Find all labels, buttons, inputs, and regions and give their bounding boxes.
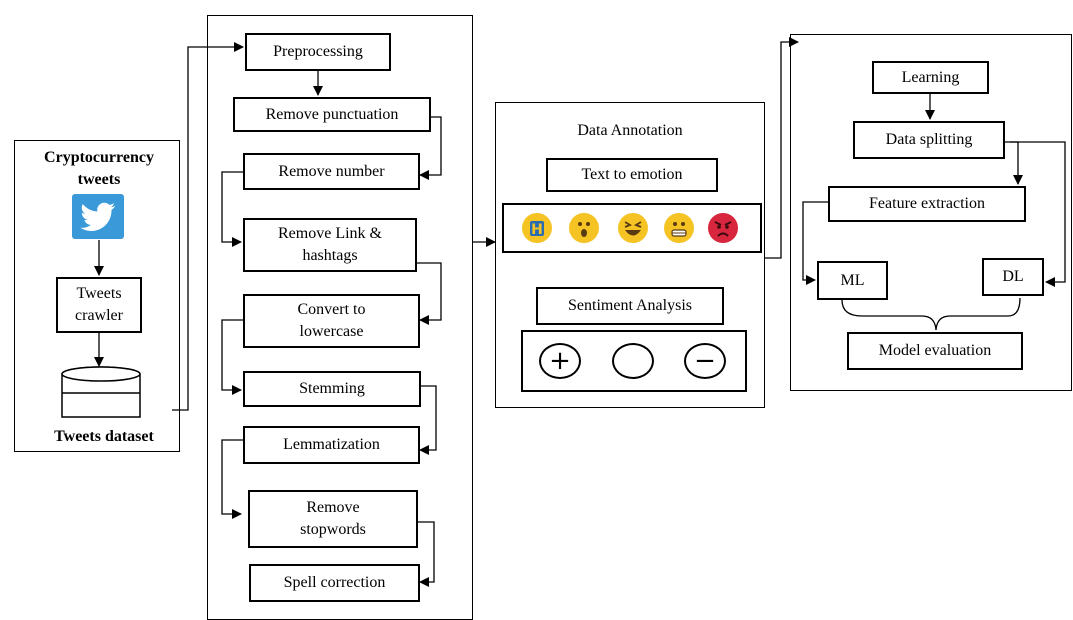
database-icon	[61, 366, 141, 418]
data-splitting-box: Data splitting	[853, 121, 1005, 159]
text-to-emotion-box: Text to emotion	[546, 158, 718, 192]
lemmatization-box: Lemmatization	[243, 426, 420, 464]
tweets-crawler-box: Tweets crawler	[56, 277, 142, 333]
annotation-panel	[495, 102, 765, 408]
source-title: Cryptocurrency tweets	[44, 149, 154, 188]
learning-panel	[790, 34, 1072, 391]
svg-text:H: H	[531, 222, 543, 238]
stemming-box: Stemming	[243, 371, 421, 407]
source-panel	[14, 140, 180, 452]
preprocessing-box: Preprocessing	[245, 33, 391, 71]
remove-number-box: Remove number	[243, 153, 420, 190]
twitter-logo-icon	[72, 194, 124, 239]
laughing-emoji-icon	[618, 213, 648, 243]
annotation-title: Data Annotation	[577, 122, 683, 139]
feature-extraction-box: Feature extraction	[828, 186, 1026, 222]
positive-icon: +	[539, 343, 581, 379]
neutral-icon	[612, 343, 654, 379]
dl-box: DL	[982, 258, 1044, 296]
remove-stopwords-box: Remove stopwords	[248, 490, 418, 548]
learning-box: Learning	[872, 61, 989, 94]
spell-correction-box: Spell correction	[249, 564, 420, 602]
convert-lowercase-box: Convert to lowercase	[243, 294, 420, 348]
angry-emoji-icon	[708, 213, 738, 243]
ml-box: ML	[817, 261, 888, 300]
grin-emoji-icon: H	[522, 213, 552, 243]
remove-link-hashtags-box: Remove Link & hashtags	[243, 218, 417, 272]
model-evaluation-box: Model evaluation	[847, 332, 1023, 370]
sentiment-analysis-box: Sentiment Analysis	[536, 287, 724, 325]
tweets-dataset-label: Tweets dataset	[54, 428, 154, 445]
surprised-emoji-icon	[569, 213, 599, 243]
negative-icon: −	[684, 343, 726, 379]
grimace-emoji-icon	[664, 213, 694, 243]
remove-punctuation-box: Remove punctuation	[233, 97, 431, 132]
